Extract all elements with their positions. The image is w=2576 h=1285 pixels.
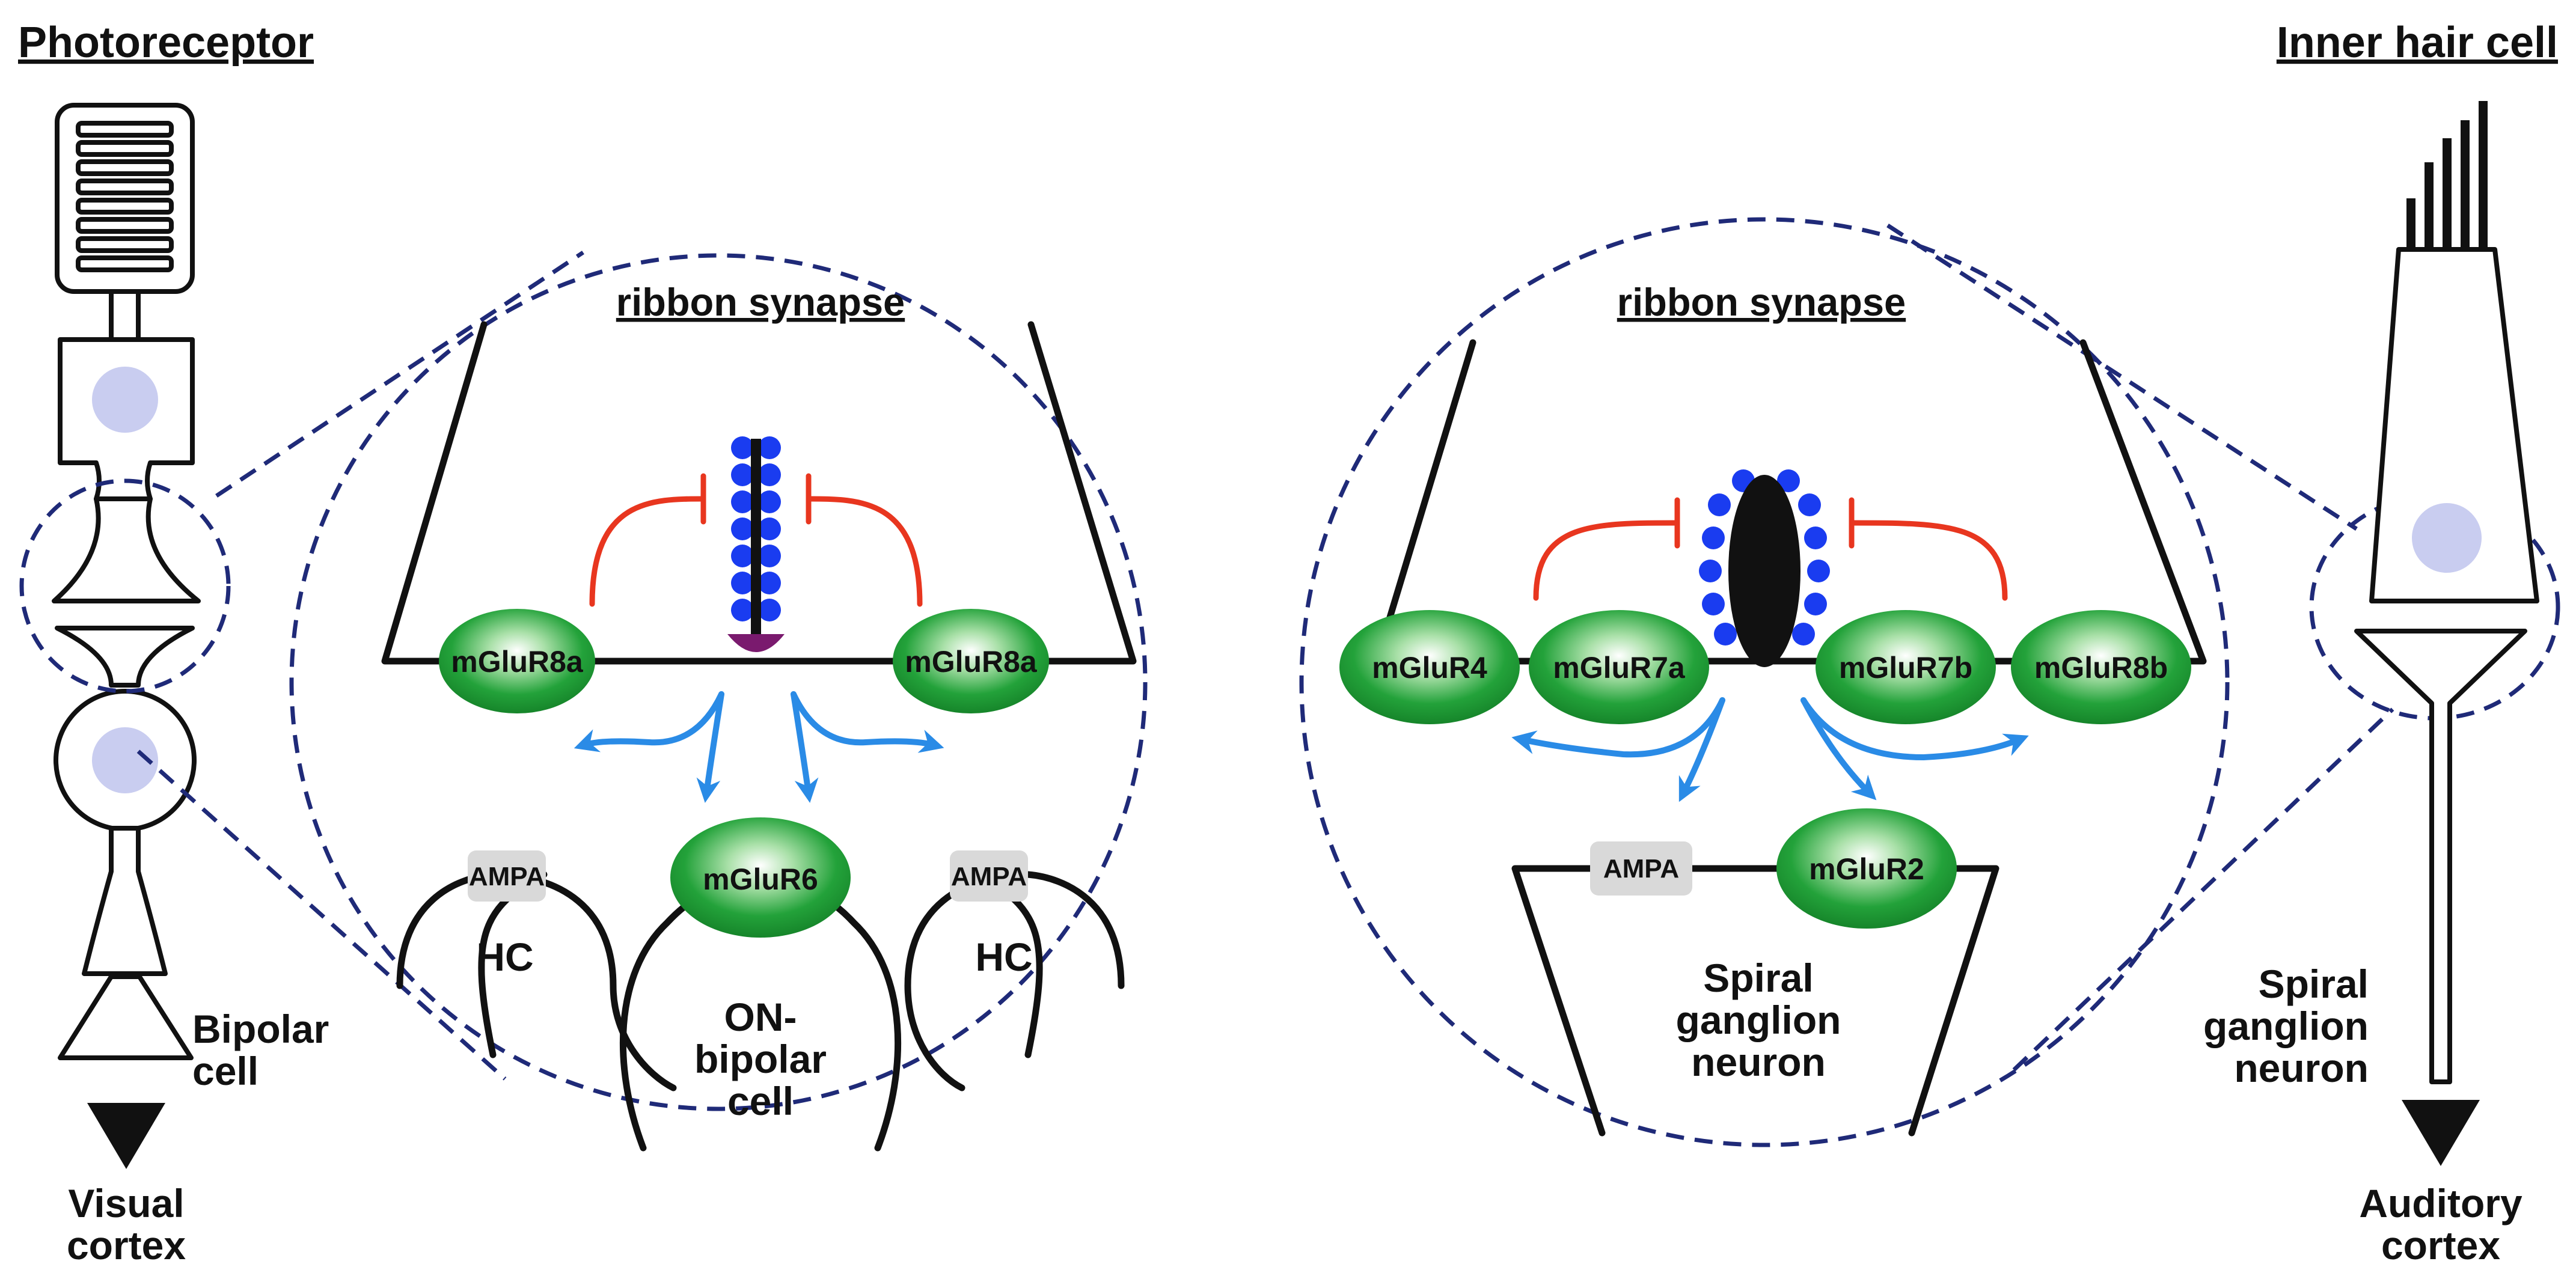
right-ribbon-synapse-title: ribbon synapse [1617, 280, 1906, 324]
zoom-circle-left [289, 253, 1148, 1111]
photoreceptor-terminal [52, 496, 201, 603]
bipolar-nucleus [92, 727, 158, 793]
right-arrow-to-mglur8b [1800, 697, 2029, 761]
hc-right-outline [904, 871, 1125, 1091]
outer-segment-discs [76, 121, 174, 272]
bipolar-terminal [58, 974, 194, 1060]
left-inhibition-left [589, 496, 706, 607]
hc-left-label: HC [476, 935, 533, 979]
hc-left-outline-b [489, 871, 677, 1091]
left-arrow-to-mglur8a-right [791, 691, 944, 753]
right-arrow-to-mglur4 [1511, 697, 1725, 758]
zoom-line-left-lower [136, 749, 507, 1081]
zoom-line-right-lower [2012, 707, 2394, 1072]
right-mglur8b [2011, 610, 2191, 724]
zoom-circle-right [1299, 217, 2230, 1147]
right-mglur7b-label: mGluR7b [1839, 651, 1972, 685]
left-ribbon-synapse-title: ribbon synapse [616, 280, 905, 324]
bipolar-cell [54, 626, 197, 1169]
left-ampa-left-label: AMPA [469, 862, 545, 891]
left-ampa-left-box [468, 850, 546, 902]
right-mglur7b [1816, 610, 1996, 724]
right-mglur4 [1339, 610, 1520, 724]
bipolar-dendrite [55, 626, 195, 688]
zoom-ellipse-left [19, 478, 231, 694]
left-arrow-to-mglur6-a [696, 691, 724, 803]
right-ribbon-synapse: ribbon synapse mGluR4 mGluR7a mGluR7b mG… [1339, 280, 2207, 1137]
left-mglur6 [670, 817, 851, 938]
right-presynaptic-terminal [1373, 339, 2207, 665]
hc-right-label: HC [975, 935, 1032, 979]
left-mglur8a-right-label: mGluR8a [905, 645, 1038, 679]
connecting-cilium [109, 289, 141, 342]
right-mglur4-label: mGluR4 [1372, 651, 1487, 685]
left-ribbon [751, 439, 761, 640]
right-arrow-to-ampa-side [1678, 697, 1725, 802]
photoreceptor-nucleus [92, 367, 158, 433]
hair-cell-body [2369, 247, 2539, 603]
left-mglur8a-left-label: mGluR8a [451, 645, 584, 679]
left-ribbon-anchor [727, 634, 785, 652]
left-mglur8a-right [893, 609, 1049, 713]
left-ampa-right-label: AMPA [951, 862, 1027, 891]
left-mglur8a-left [439, 609, 595, 713]
left-inhibition-right [806, 496, 923, 607]
bipolar-axon [82, 826, 168, 976]
spiral-ganglion-fiber [2354, 629, 2527, 1084]
left-ampa-right-box [950, 850, 1028, 902]
left-ribbon-vesicles [731, 436, 781, 621]
zoom-line-right-upper [1886, 224, 2358, 531]
hair-cell-nucleus [2412, 503, 2482, 573]
right-inhibition-left [1533, 520, 1680, 601]
zoom-line-left-upper [215, 251, 584, 498]
right-mglur8b-label: mGluR8b [2034, 651, 2168, 685]
right-ampa-label: AMPA [1603, 854, 1679, 884]
photoreceptor-cell [52, 103, 201, 603]
left-arrow-to-mglur6-b [791, 691, 819, 803]
right-dense-body [1728, 475, 1800, 667]
output-arrowhead-visual [87, 1103, 165, 1169]
left-mglur6-label: mGluR6 [703, 862, 818, 896]
right-ampa-box [1590, 841, 1692, 896]
stereocilia [2406, 101, 2488, 252]
right-postsynaptic-neuron [1511, 865, 1999, 1137]
left-presynaptic-terminal [381, 321, 1137, 665]
right-mglur7a-label: mGluR7a [1553, 651, 1686, 685]
inner-hair-cell [2354, 101, 2539, 1166]
right-inhibition-right [1849, 520, 2008, 601]
right-mglur2-label: mGluR2 [1809, 852, 1924, 886]
output-arrowhead-auditory [2402, 1100, 2480, 1166]
right-mglur7a [1529, 610, 1709, 724]
left-ribbon-synapse: ribbon synapse mGluR8a mGluR8a [381, 280, 1137, 1152]
title-photoreceptor: Photoreceptor [18, 19, 314, 67]
left-arrow-to-mglur8a-left [574, 691, 724, 752]
right-mglur2 [1776, 808, 1957, 929]
title-inner-hair-cell: Inner hair cell [2277, 19, 2558, 67]
